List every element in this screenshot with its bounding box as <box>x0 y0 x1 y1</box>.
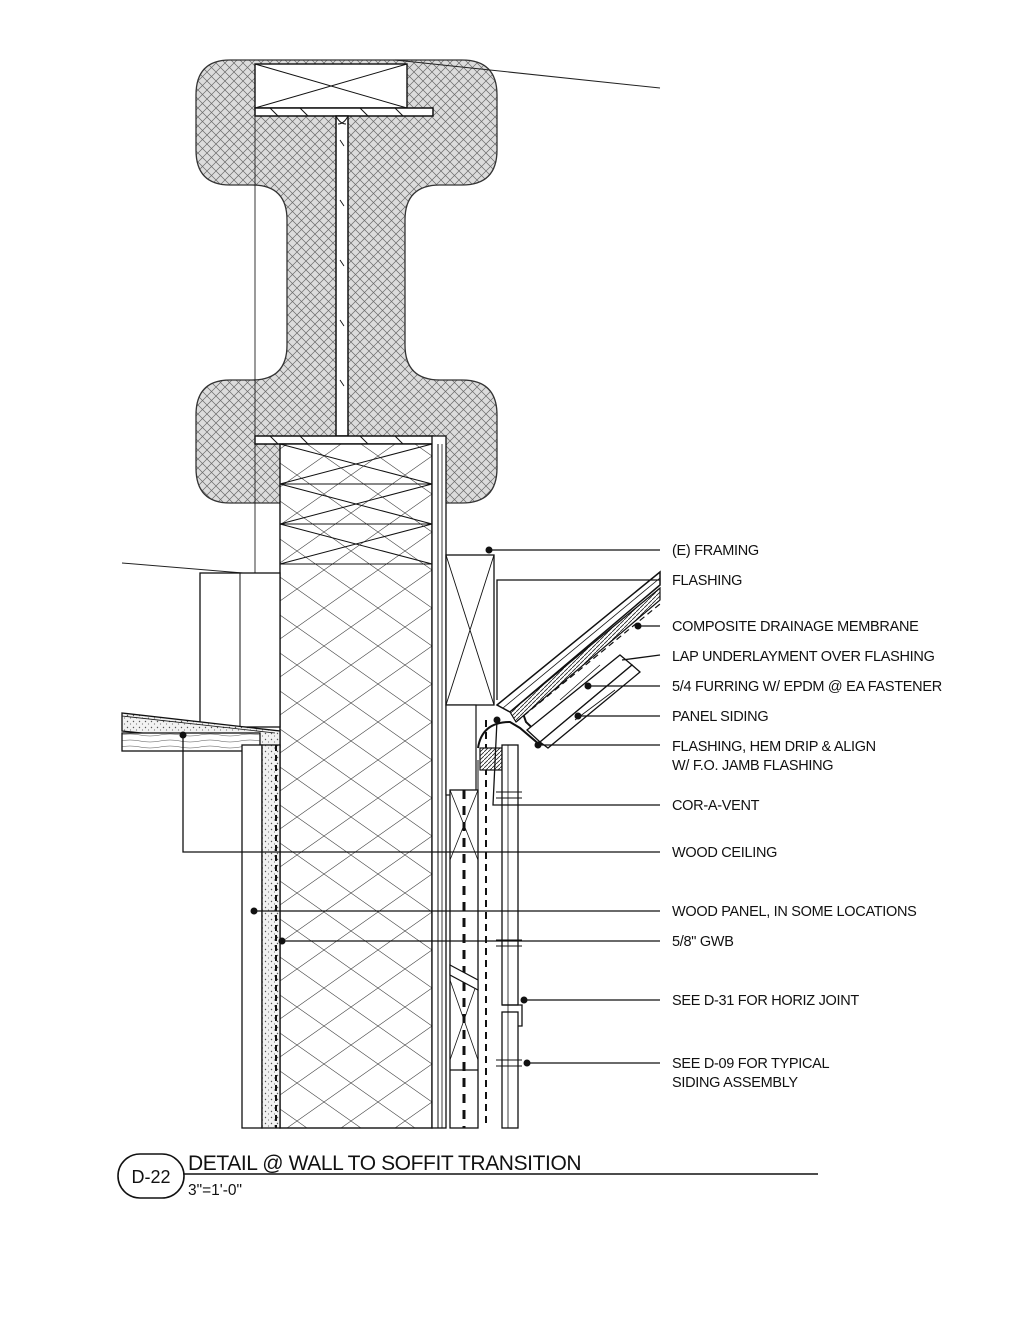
label-lap-underlayment: LAP UNDERLAYMENT OVER FLASHING <box>672 649 935 665</box>
label-e-framing: (E) FRAMING <box>672 543 759 559</box>
wall-stud-insulation <box>279 443 433 1129</box>
detail-tag-bubble <box>117 1153 185 1199</box>
label-typical-siding-line2: SIDING ASSEMBLY <box>672 1075 798 1091</box>
label-composite-drainage-membrane: COMPOSITE DRAINAGE MEMBRANE <box>672 619 919 635</box>
detail-title-block: D-22 DETAIL @ WALL TO SOFFIT TRANSITION … <box>117 1152 818 1199</box>
wood-ceiling-board <box>121 732 261 752</box>
label-flashing-hem-drip-line2: W/ F.O. JAMB FLASHING <box>672 758 833 774</box>
label-gwb: 5/8" GWB <box>672 934 734 950</box>
cor-a-vent-strip <box>479 747 503 771</box>
label-furring: 5/4 FURRING W/ EPDM @ EA FASTENER <box>672 679 942 695</box>
label-wood-panel: WOOD PANEL, IN SOME LOCATIONS <box>672 904 917 920</box>
label-flashing: FLASHING <box>672 573 742 589</box>
panel-siding-board <box>501 744 519 1006</box>
label-flashing-hem-drip-line1: FLASHING, HEM DRIP & ALIGN <box>672 739 876 755</box>
detail-scale: 3"=1'-0" <box>188 1182 242 1199</box>
gwb-layer <box>261 744 281 1129</box>
callout-leaders <box>182 549 661 1064</box>
label-panel-siding: PANEL SIDING <box>672 709 768 725</box>
wood-panel-finish <box>241 744 263 1129</box>
sloped-roof-assembly <box>495 570 661 749</box>
label-cor-a-vent: COR-A-VENT <box>672 798 760 814</box>
detail-title: DETAIL @ WALL TO SOFFIT TRANSITION <box>188 1152 581 1175</box>
label-horiz-joint: SEE D-31 FOR HORIZ JOINT <box>672 993 859 1009</box>
detail-tag: D-22 <box>131 1167 170 1187</box>
label-wood-ceiling: WOOD CEILING <box>672 845 777 861</box>
label-typical-siding-line1: SEE D-09 FOR TYPICAL <box>672 1056 830 1072</box>
wall-sheathing <box>431 435 447 1129</box>
callout-dots <box>179 546 642 1067</box>
callout-labels: (E) FRAMING FLASHING COMPOSITE DRAINAGE … <box>672 543 942 1091</box>
